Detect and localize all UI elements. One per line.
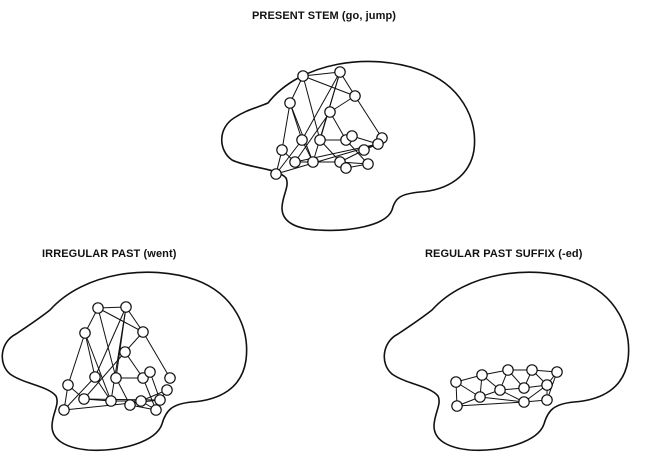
network-node-regular-0	[450, 376, 462, 388]
network-node-regular-11	[541, 394, 553, 406]
network-node-irregular-18	[154, 394, 166, 406]
network-node-irregular-8	[164, 372, 176, 384]
network-node-irregular-4	[119, 346, 131, 358]
network-node-present-10	[346, 130, 358, 142]
network-node-irregular-13	[135, 395, 147, 407]
network-node-regular-9	[474, 391, 486, 403]
network-node-irregular-6	[89, 371, 101, 383]
network-edge-present-4	[302, 75, 321, 141]
network-edge-present-29	[289, 102, 314, 163]
network-edge-present-12	[281, 102, 291, 151]
network-edge-present-9	[354, 95, 383, 139]
network-node-present-12	[307, 156, 319, 168]
network-node-irregular-12	[105, 395, 117, 407]
network-edge-irregular-7	[84, 332, 96, 378]
network-node-present-9	[276, 144, 288, 156]
network-node-regular-1	[476, 369, 488, 381]
network-node-present-6	[296, 134, 308, 146]
network-node-irregular-11	[78, 393, 90, 405]
network-node-present-3	[349, 90, 361, 102]
network-node-irregular-0	[92, 302, 104, 314]
network-node-present-15	[340, 162, 352, 174]
network-edge-regular-12	[479, 396, 525, 403]
network-node-irregular-10	[144, 366, 156, 378]
network-node-present-1	[334, 66, 346, 78]
network-node-regular-5	[494, 384, 506, 396]
network-node-present-14	[358, 144, 370, 156]
network-node-regular-4	[551, 366, 563, 378]
network-node-present-11	[289, 156, 301, 168]
network-node-regular-10	[518, 396, 530, 408]
network-edge-irregular-5	[94, 306, 127, 378]
network-node-regular-6	[518, 382, 530, 394]
network-node-irregular-15	[124, 399, 136, 411]
network-edge-present-2	[302, 75, 356, 97]
network-edge-irregular-11	[83, 351, 126, 400]
brain-outline-present	[220, 60, 476, 232]
network-node-irregular-1	[120, 301, 132, 313]
brain-outline-regular	[383, 271, 630, 452]
network-node-irregular-16	[150, 404, 162, 416]
network-node-regular-3	[526, 364, 538, 376]
regular-past-suffix-caption: REGULAR PAST SUFFIX (-ed)	[425, 248, 583, 260]
network-node-present-17	[270, 168, 282, 180]
network-edge-irregular-29	[84, 332, 112, 402]
network-node-irregular-5	[110, 372, 122, 384]
network-node-irregular-3	[137, 326, 149, 338]
network-edge-irregular-9	[142, 331, 171, 379]
network-edge-irregular-12	[67, 332, 86, 386]
network-edge-present-22	[275, 139, 303, 175]
irregular-past-caption: IRREGULAR PAST (went)	[42, 248, 177, 260]
network-edge-present-11	[294, 111, 331, 163]
network-node-regular-7	[541, 379, 553, 391]
network-edge-irregular-22	[63, 376, 96, 411]
network-node-regular-2	[502, 364, 514, 376]
network-nodes	[58, 66, 563, 416]
network-node-present-5	[314, 134, 326, 146]
network-node-present-0	[297, 70, 309, 82]
network-node-irregular-17	[58, 404, 70, 416]
network-node-irregular-2	[79, 327, 91, 339]
network-node-present-4	[324, 106, 336, 118]
network-node-regular-8	[451, 400, 463, 412]
network-edge-present-0	[302, 71, 341, 77]
network-edge-irregular-30	[110, 306, 127, 402]
present-stem-caption: PRESENT STEM (go, jump)	[252, 10, 397, 22]
network-node-irregular-14	[161, 384, 173, 396]
network-node-irregular-9	[62, 379, 74, 391]
network-node-present-18	[372, 138, 384, 150]
network-edge-regular-21	[456, 401, 525, 407]
network-node-present-16	[362, 158, 374, 170]
network-edge-present-5	[301, 71, 341, 141]
network-edge-present-30	[312, 71, 341, 163]
network-node-present-2	[284, 97, 296, 109]
brain-outline-irregular	[1, 271, 248, 452]
network-edge-irregular-25	[83, 398, 161, 401]
